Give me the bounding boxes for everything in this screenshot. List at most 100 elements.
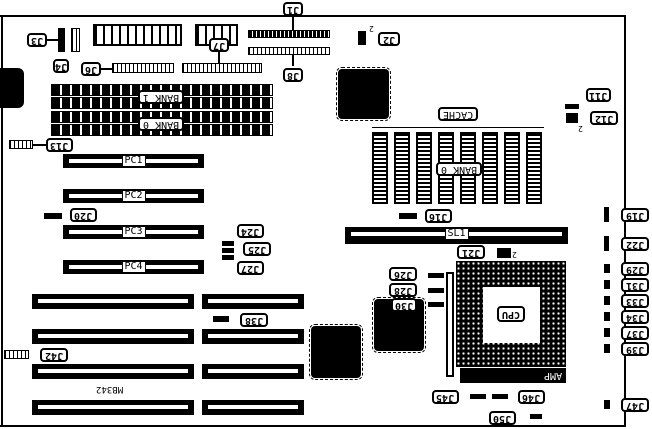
cache-bank-text: BANK 0 [440, 164, 478, 175]
label-j24-text: J24 [241, 226, 260, 237]
bank1-label: BANK 1 [138, 90, 184, 104]
slot-pc2: PC2 [63, 189, 204, 203]
label-j20: J20 [70, 208, 97, 222]
slot-sl1: SL1 [345, 227, 568, 244]
slot-pc1: PC1 [63, 154, 204, 168]
label-j13-text: J13 [50, 140, 69, 151]
leader-j3 [47, 39, 58, 41]
sl1-label: SL1 [444, 228, 469, 240]
leader-j1 [292, 15, 294, 30]
cpu-socket-lever [446, 272, 454, 377]
slot-pc3: PC3 [63, 225, 204, 239]
keyboard-connector [0, 68, 24, 108]
label-j24: J24 [237, 224, 264, 238]
label-j29: J29 [621, 262, 649, 276]
cache-chip [482, 132, 498, 204]
pin-mark-j21: 2 [512, 250, 517, 259]
label-j37: J37 [621, 326, 649, 340]
label-j34: J34 [621, 310, 649, 324]
jumper-j25 [222, 248, 234, 253]
board-model-text: MB342 [96, 384, 124, 394]
jumper-j33 [604, 296, 610, 305]
cache-chip [372, 132, 388, 204]
jumper-j26 [428, 273, 444, 278]
label-j34-text: J34 [625, 312, 645, 323]
label-j7-text: J7 [212, 40, 226, 51]
label-j12: J12 [590, 111, 618, 125]
pin-mark-j21-text: 2 [512, 250, 517, 259]
bank0-text: BANK 0 [142, 119, 180, 130]
label-j11-text: J11 [589, 90, 608, 101]
header-j1 [248, 30, 330, 38]
jumper-j45 [470, 394, 486, 399]
label-j42-text: J42 [44, 350, 64, 361]
board-model: MB342 [96, 384, 123, 394]
jumper-j28 [428, 288, 444, 293]
leader-j7 [218, 52, 220, 63]
header-j8 [248, 47, 330, 55]
label-j4-text: J4 [55, 61, 68, 72]
cpu-label: CPU [497, 306, 525, 322]
label-j42: J42 [40, 348, 68, 362]
jumper-j12 [566, 113, 578, 123]
pin-mark-j2-text: 2 [369, 24, 374, 33]
leader-j8 [292, 55, 294, 66]
isa-slot [202, 364, 304, 379]
cache-chip [504, 132, 520, 204]
label-j26: J26 [389, 267, 417, 281]
label-j12-text: J12 [594, 113, 614, 124]
label-j6: J6 [81, 62, 101, 76]
jumper-j21 [497, 248, 511, 258]
pc2-label: PC2 [121, 190, 146, 202]
jumper-j4 [71, 28, 80, 52]
jumper-j2 [358, 31, 366, 45]
label-j28: J28 [389, 283, 417, 297]
label-j37-text: J37 [625, 328, 645, 339]
label-j31: J31 [621, 278, 649, 292]
label-j4: J4 [53, 59, 69, 73]
isa-slot [32, 364, 194, 379]
cpu-text: CPU [501, 309, 521, 320]
jumper-j27 [222, 255, 234, 260]
label-j33: J33 [621, 294, 649, 308]
label-j29-text: J29 [625, 264, 645, 275]
label-j38: J38 [240, 313, 268, 327]
jumper-j3 [58, 28, 65, 52]
label-j16-text: J16 [429, 211, 448, 222]
label-j47: J47 [621, 398, 649, 412]
pin-mark-j2: 2 [369, 24, 374, 33]
cache-bank-label: BANK 0 [436, 162, 482, 176]
label-j27: J27 [237, 261, 264, 275]
label-j31-text: J31 [625, 280, 645, 291]
board-edge-bottom [0, 425, 626, 427]
label-j46: J46 [518, 390, 545, 404]
cache-title-text: CACHE [442, 109, 474, 120]
header-j42 [4, 350, 29, 359]
chipset-chip-bottom [309, 324, 363, 380]
jumper-j20 [44, 213, 62, 219]
label-j7: J7 [209, 38, 229, 52]
label-j1-text: J1 [286, 4, 300, 15]
jumper-j16 [399, 213, 417, 219]
label-j47-text: J47 [625, 400, 645, 411]
chipset-chip-top [336, 67, 391, 121]
jumper-j24 [222, 241, 234, 246]
slot-pc4: PC4 [63, 260, 204, 274]
jumper-j34 [604, 312, 610, 321]
pc4-label: PC4 [121, 261, 146, 273]
label-j45-text: J45 [436, 392, 455, 403]
label-j21: J21 [457, 245, 485, 259]
isa-slot [202, 294, 304, 309]
isa-slot [202, 329, 304, 344]
label-j13: J13 [46, 138, 73, 152]
label-j50: J50 [489, 411, 516, 425]
cache-chip [416, 132, 432, 204]
isa-slot [202, 400, 304, 415]
label-j45: J45 [432, 390, 459, 404]
jumper-j11 [565, 104, 579, 109]
label-j8: J8 [283, 68, 303, 82]
isa-slot [32, 329, 194, 344]
jumper-j19 [604, 207, 609, 222]
jumper-j50 [530, 414, 542, 419]
label-j1: J1 [283, 2, 303, 16]
